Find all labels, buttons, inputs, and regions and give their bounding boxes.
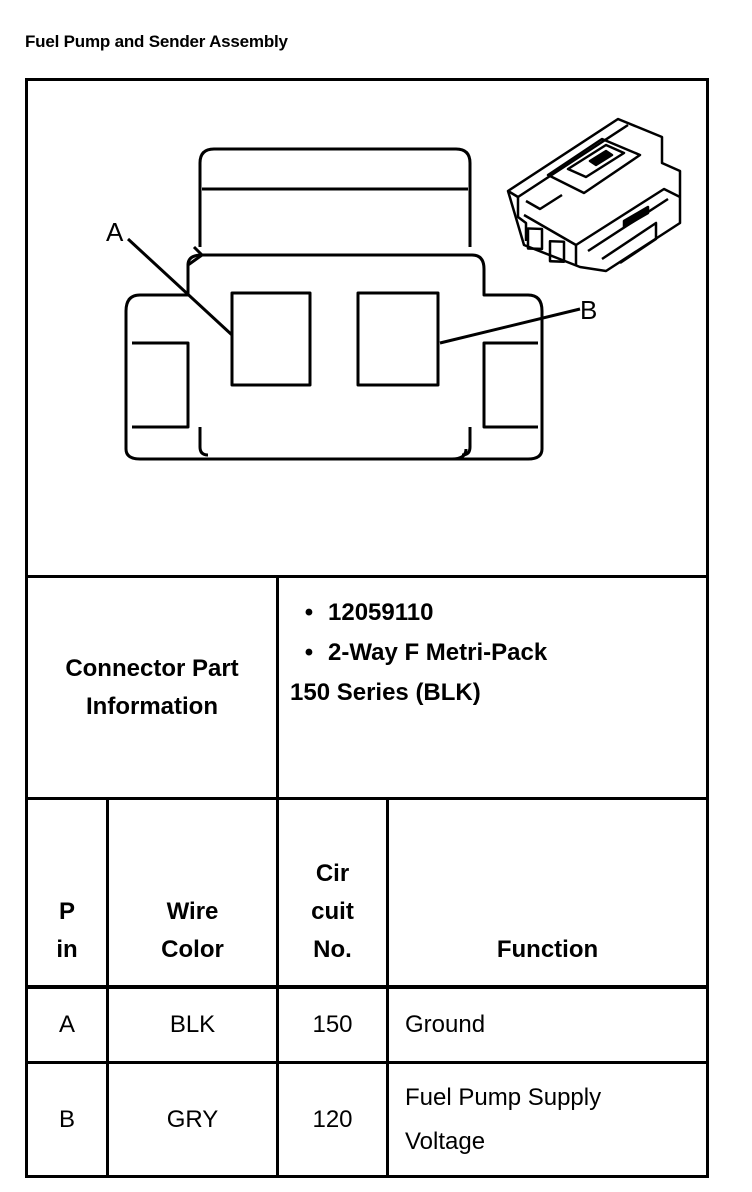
row-a-function: Ground xyxy=(405,1011,486,1038)
connector-table: A B Connector Part Information xyxy=(25,78,709,1178)
header-wire-color: Wire Color xyxy=(161,898,224,963)
divider-row-a xyxy=(28,1061,706,1064)
row-a-circuit: 150 xyxy=(312,1011,353,1038)
divider-header xyxy=(28,985,706,989)
divider-info-vertical xyxy=(276,578,279,797)
row-b-circuit: 120 xyxy=(312,1105,353,1133)
row-b-function: Fuel Pump Supply Voltage xyxy=(405,1083,602,1155)
connector-thumbnail xyxy=(506,117,682,273)
header-circuit-no: Cir cuit No. xyxy=(311,860,354,963)
connector-latch xyxy=(198,147,472,247)
page-title: Fuel Pump and Sender Assembly xyxy=(25,32,288,51)
header-pin: P in xyxy=(56,898,78,963)
cavity-a xyxy=(230,291,312,387)
leader-line-a xyxy=(126,237,234,337)
divider-connector-info xyxy=(28,797,706,800)
row-a-wire-color: BLK xyxy=(169,1011,216,1038)
divider-col-pin xyxy=(106,800,109,1175)
connector-part-label: Connector Part Information xyxy=(65,654,239,720)
divider-diagram xyxy=(28,575,706,578)
cavity-b xyxy=(356,291,440,387)
label-a: A xyxy=(106,217,124,247)
label-b: B xyxy=(580,295,597,325)
row-b-wire-color: GRY xyxy=(166,1105,219,1133)
divider-col-wire xyxy=(276,800,279,1175)
connector-type: 2-Way F Metri-Pack xyxy=(328,639,548,666)
leader-line-b xyxy=(439,307,581,345)
header-function: Function xyxy=(496,936,599,963)
connector-series: 150 Series (BLK) xyxy=(290,679,481,706)
divider-col-circuit xyxy=(386,800,389,1175)
part-number: 12059110 xyxy=(328,599,434,626)
connector-diagram: A B xyxy=(106,117,682,461)
connector-part-details: •12059110 •2-Way F Metri-Pack 150 Series… xyxy=(290,593,547,713)
row-a-pin: A xyxy=(58,1011,75,1038)
row-b-pin: B xyxy=(58,1105,75,1133)
